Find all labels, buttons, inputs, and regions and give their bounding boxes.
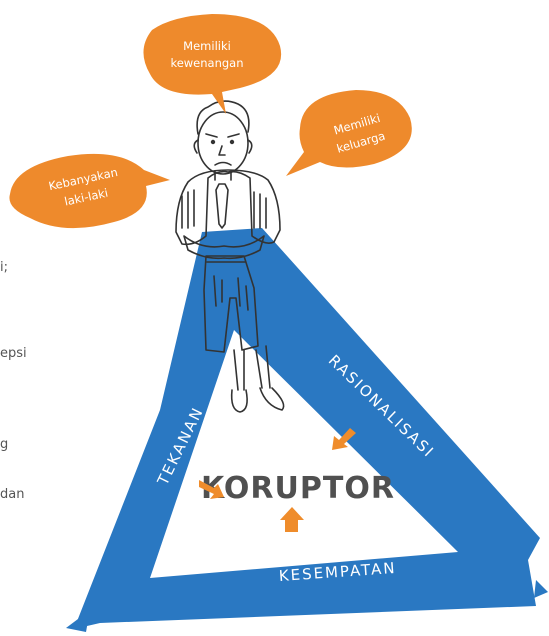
figure-trousers bbox=[203, 255, 259, 353]
figure-eyebrow bbox=[227, 133, 240, 138]
bubble-shape bbox=[9, 153, 170, 229]
figure-foot bbox=[259, 387, 285, 411]
figure-trouser-hatch bbox=[213, 275, 249, 311]
bubble-text-line: kewenangan bbox=[170, 56, 243, 70]
bubble-text-line: Memiliki bbox=[183, 39, 231, 53]
cropped-text-fragment: i; bbox=[0, 260, 8, 275]
figure-tie bbox=[215, 183, 229, 229]
triangle-brush-accent bbox=[534, 580, 548, 598]
figure-jacket bbox=[175, 169, 281, 246]
bubble-shape bbox=[286, 90, 412, 176]
figure-ear bbox=[247, 139, 253, 154]
speech-bubble-laki-laki: Kebanyakan laki-laki bbox=[9, 153, 170, 229]
figure-arms bbox=[183, 235, 265, 260]
speech-bubble-kewenangan: Memiliki kewenangan bbox=[143, 14, 282, 114]
corruptor-figure bbox=[175, 100, 285, 413]
arrow-up-icon bbox=[280, 507, 304, 532]
triangle bbox=[66, 228, 548, 632]
figure-leg bbox=[233, 349, 245, 391]
figure-leg bbox=[255, 345, 271, 389]
center-label-koruptor: KORUPTOR bbox=[201, 471, 395, 506]
arrow-right-icon bbox=[332, 428, 356, 450]
cropped-text-fragment: g bbox=[0, 437, 8, 452]
cropped-text-fragment: dan bbox=[0, 487, 24, 502]
arrow-left-icon bbox=[199, 480, 224, 499]
speech-bubble-keluarga: Memiliki keluarga bbox=[286, 90, 412, 176]
figure-eye bbox=[229, 139, 235, 145]
figure-mouth bbox=[214, 161, 232, 166]
figure-eyebrow bbox=[205, 133, 218, 138]
cropped-text-fragment: epsi bbox=[0, 346, 27, 361]
figure-jacket-hatch bbox=[181, 189, 267, 229]
figure-nose bbox=[218, 145, 226, 156]
triangle-band bbox=[74, 228, 540, 629]
triangle-brush-accent bbox=[66, 610, 90, 632]
figure-head bbox=[197, 111, 249, 175]
figure-foot bbox=[230, 389, 248, 413]
figure-ear bbox=[193, 139, 199, 154]
bubble-shape bbox=[143, 14, 282, 114]
figure-eye bbox=[210, 139, 216, 145]
